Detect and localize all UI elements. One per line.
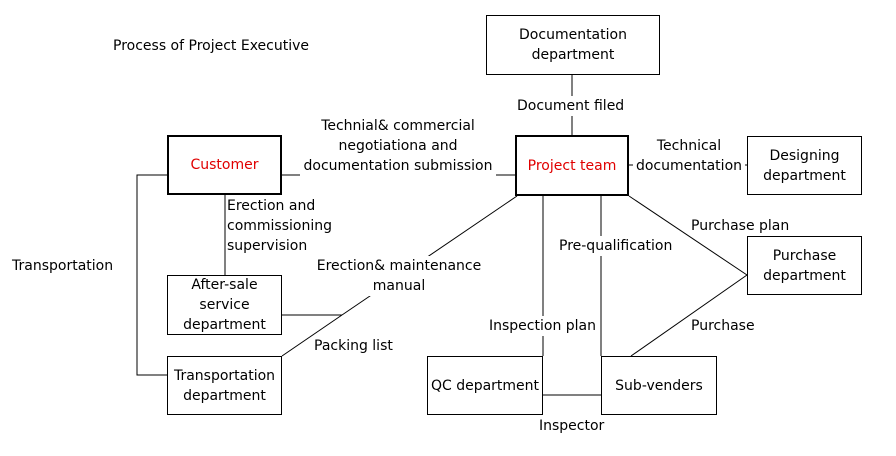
document-filed-label: Document filed <box>517 96 625 116</box>
after-sale-service-node: After-sale service department <box>167 275 282 335</box>
customer-node: Customer <box>167 135 282 195</box>
erection-maintenance-manual-label: Erection& maintenance manual <box>316 256 482 296</box>
inspection-plan-label: Inspection plan <box>489 316 596 336</box>
transportation-label: Transportation <box>12 256 114 276</box>
purchase-plan-label: Purchase plan <box>691 216 790 236</box>
link-project-purchase <box>628 195 748 276</box>
erection-commissioning-label: Erection and commissioning supervision <box>227 198 332 254</box>
inspector-label: Inspector <box>539 416 605 436</box>
purchase-label: Purchase <box>691 316 755 336</box>
qc-department-node: QC department <box>427 356 543 415</box>
tech-commercial-label: Technial& commercial negotiationa and do… <box>300 116 496 176</box>
technical-documentation-label: Technical documentation <box>633 136 745 176</box>
pre-qualification-label: Pre-qualification <box>559 236 673 256</box>
packing-list-label: Packing list <box>314 336 393 356</box>
diagram-title: Process of Project Executive <box>113 38 310 54</box>
documentation-department-node: Documentation department <box>486 15 660 75</box>
sub-venders-node: Sub-venders <box>601 356 717 415</box>
project-team-node: Project team <box>515 135 629 196</box>
designing-department-node: Designing department <box>747 136 862 195</box>
link-subvenders-purchase <box>630 274 748 357</box>
purchase-department-node: Purchase department <box>747 236 862 295</box>
link-customer-transportation <box>136 174 167 376</box>
link-packing-transportation <box>281 314 343 357</box>
transportation-department-node: Transportation department <box>167 356 282 415</box>
